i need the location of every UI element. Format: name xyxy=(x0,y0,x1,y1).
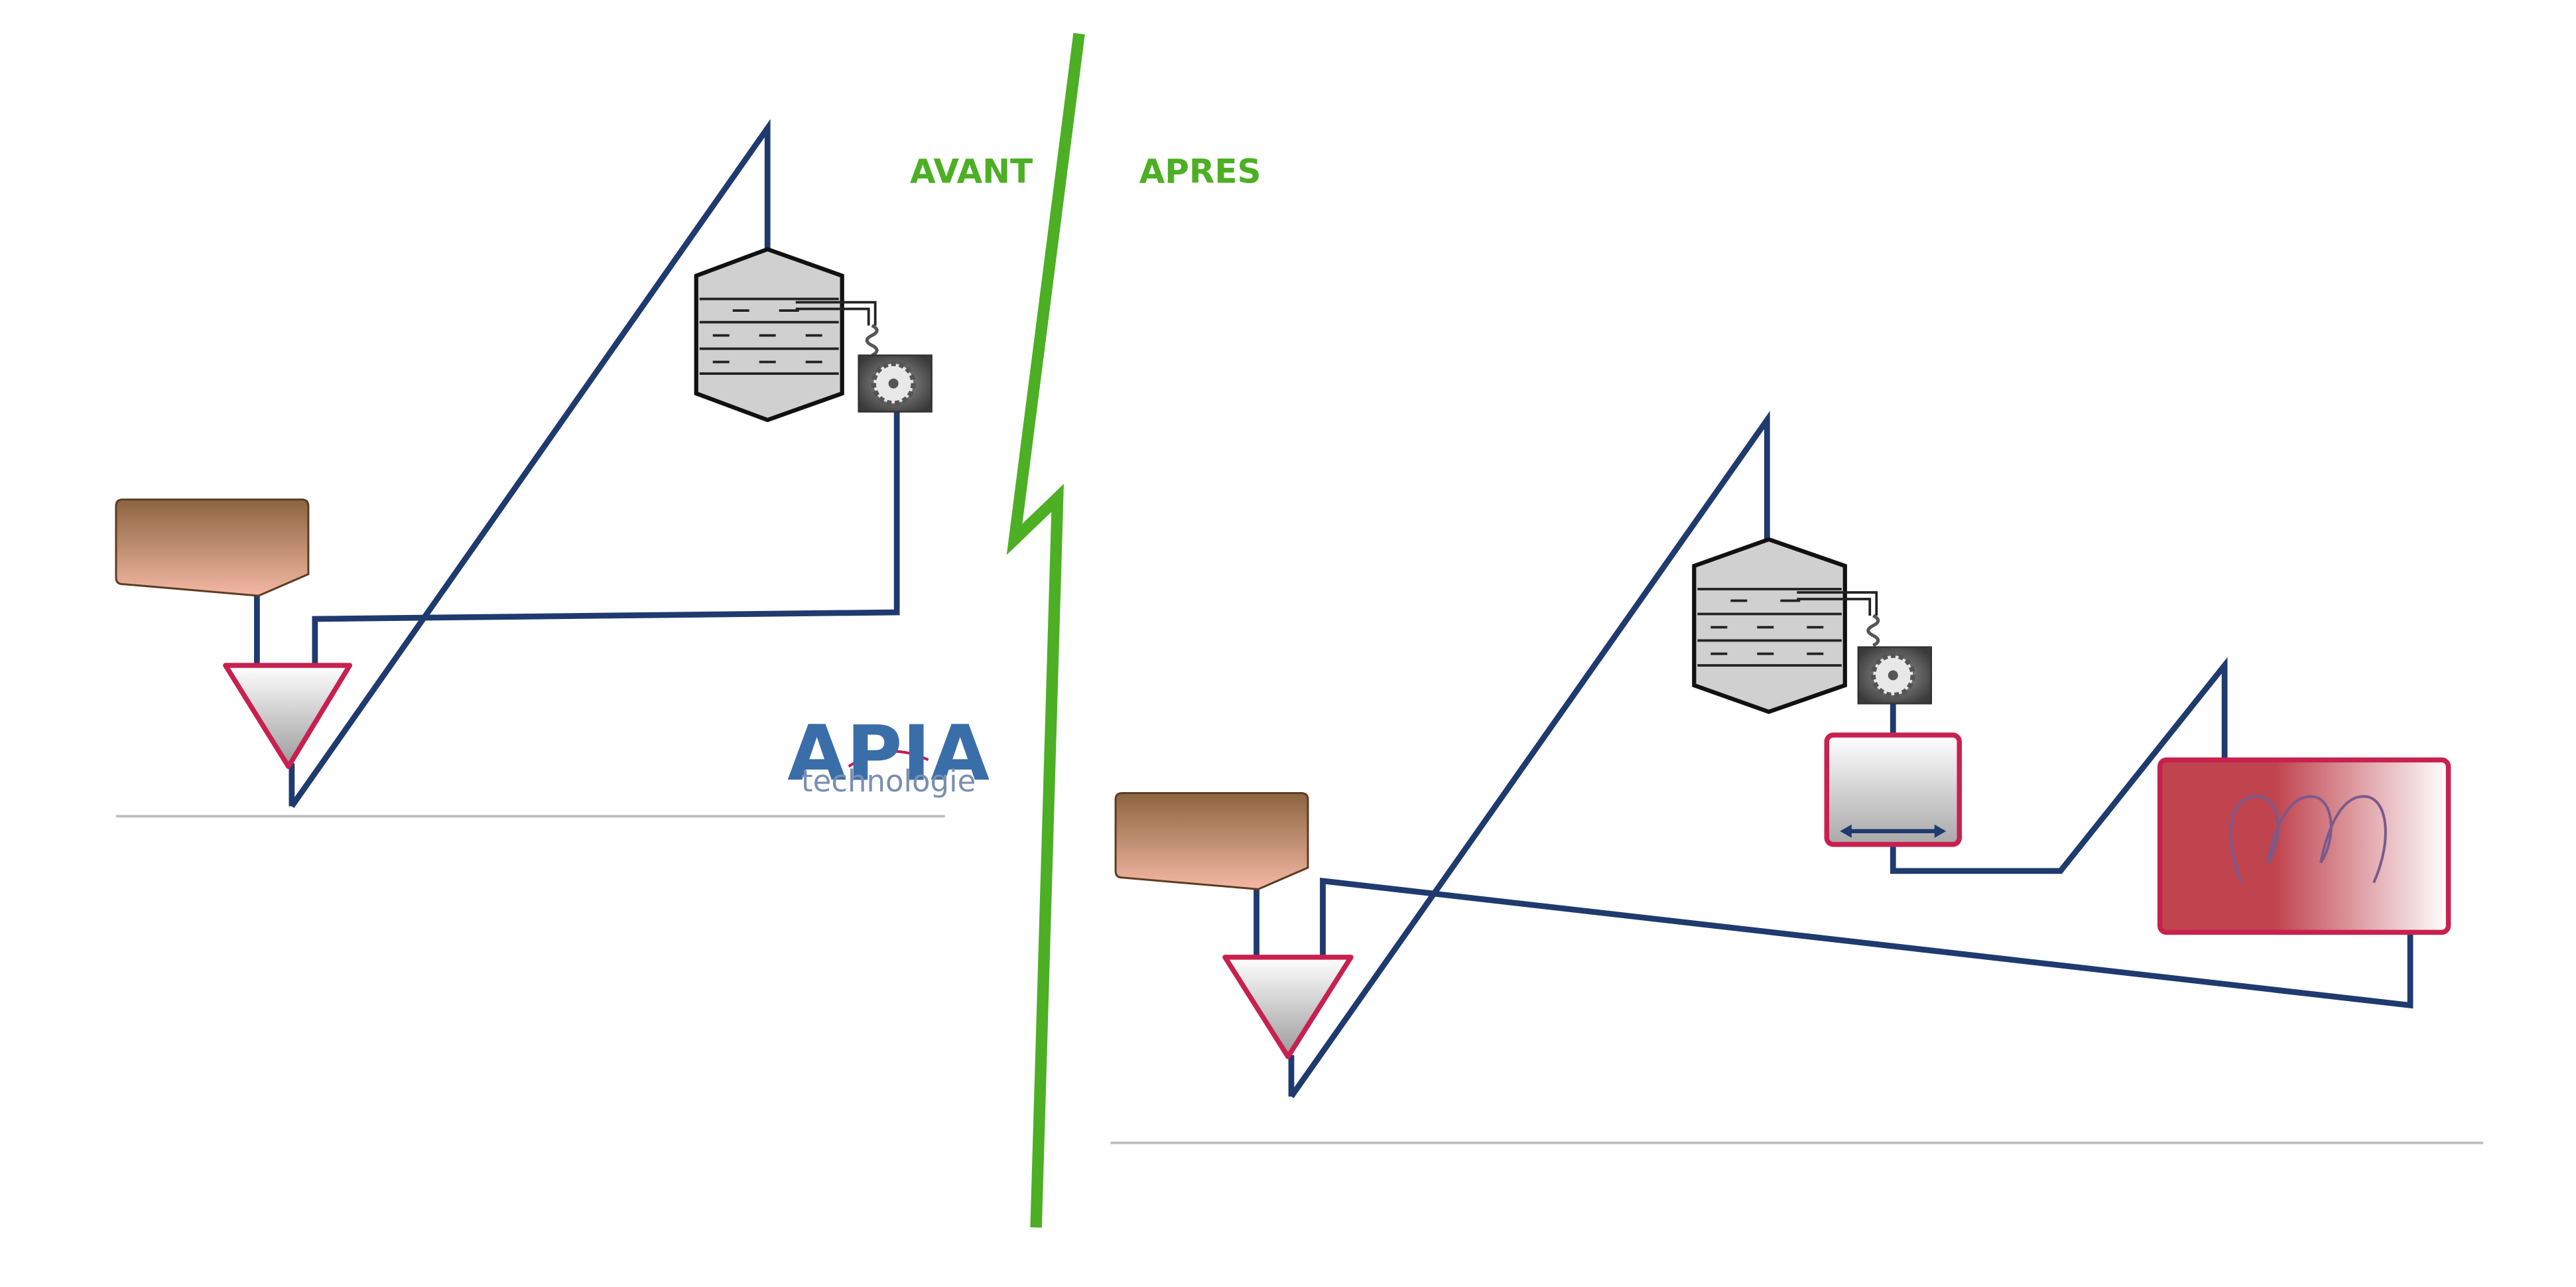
logo-subtitle: technologie xyxy=(801,764,976,799)
apia-logo: APIA technologie xyxy=(787,709,990,798)
riser-pipe xyxy=(289,119,771,808)
return-pipe xyxy=(1320,878,2414,1009)
cone-vessel-icon xyxy=(223,663,353,770)
hopper-icon xyxy=(1114,791,1309,890)
before-panel: APIA technologie xyxy=(115,119,990,827)
return-pipe xyxy=(312,411,900,664)
hopper-icon xyxy=(115,498,310,597)
coil-heater-icon xyxy=(2157,757,2451,935)
motor-icon xyxy=(858,354,933,413)
column-reactor-icon xyxy=(694,247,879,423)
column-reactor-icon xyxy=(1692,537,1880,714)
tank-icon xyxy=(1824,732,1962,847)
motor-icon xyxy=(1857,646,1933,705)
cone-vessel-icon xyxy=(1222,955,1354,1059)
label-after: APRES xyxy=(1139,153,1261,191)
after-panel xyxy=(1110,411,2500,1153)
riser-pipe xyxy=(1289,411,1770,1099)
label-before: AVANT xyxy=(910,153,1033,191)
logo-name: APIA xyxy=(787,709,990,798)
before-after-divider xyxy=(1006,33,1085,1228)
tank-heater-pipe xyxy=(1890,657,2228,874)
